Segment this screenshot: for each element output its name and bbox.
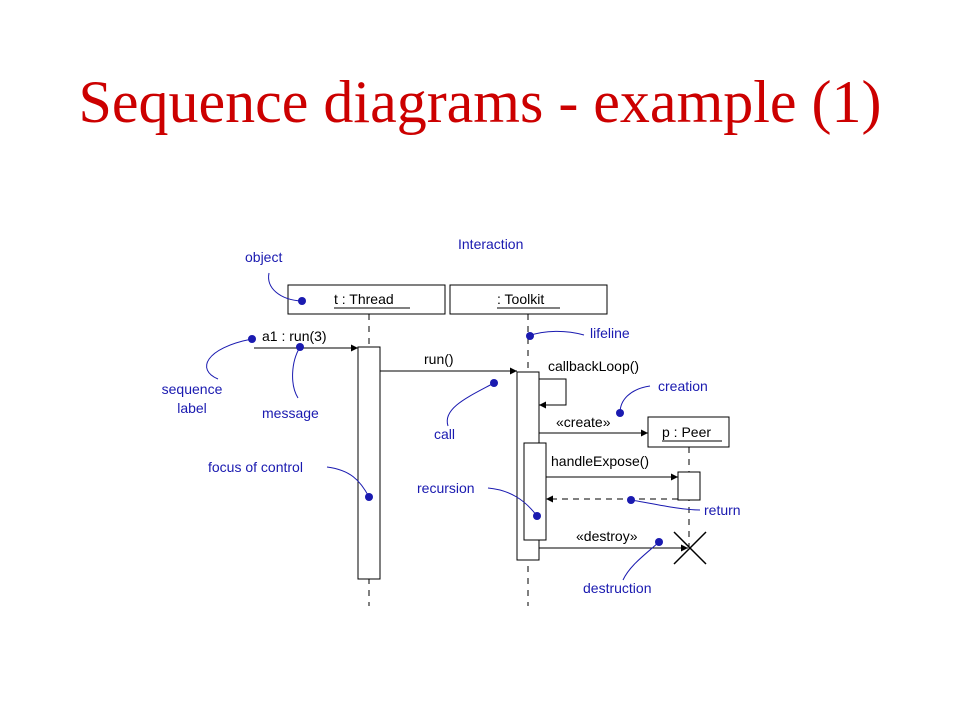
message-create: «create» bbox=[539, 414, 648, 437]
anchor-recursion bbox=[533, 512, 541, 520]
annotation-object: object bbox=[245, 249, 282, 265]
annotation-return: return bbox=[704, 502, 741, 518]
leader-message bbox=[292, 346, 301, 399]
message-run: run() bbox=[380, 351, 517, 375]
activation-recursion bbox=[523, 442, 547, 541]
message-destroy: «destroy» bbox=[539, 528, 688, 552]
message-run3: a1 : run(3) bbox=[254, 328, 358, 352]
message-handleexpose-label: handleExpose() bbox=[551, 453, 649, 469]
anchor-focus bbox=[365, 493, 373, 501]
message-create-label: «create» bbox=[556, 414, 611, 430]
object-toolkit-label: : Toolkit bbox=[497, 291, 544, 307]
leader-focus bbox=[326, 466, 370, 498]
object-peer-label: p : Peer bbox=[662, 424, 711, 440]
annotation-focus-of-control: focus of control bbox=[208, 459, 303, 475]
anchor-lifeline bbox=[526, 332, 534, 340]
leader-recursion bbox=[487, 487, 538, 517]
annotation-recursion: recursion bbox=[417, 480, 475, 496]
object-peer: p : Peer bbox=[647, 416, 730, 448]
activation-peer bbox=[677, 471, 701, 501]
annotation-sequence-label-line2: label bbox=[177, 400, 207, 416]
interaction-label: Interaction bbox=[458, 236, 523, 252]
anchor-destruction bbox=[655, 538, 663, 546]
leader-lifeline bbox=[527, 330, 585, 337]
annotation-lifeline: lifeline bbox=[590, 325, 630, 341]
leader-call bbox=[446, 382, 495, 427]
anchor-creation bbox=[616, 409, 624, 417]
message-handleexpose: handleExpose() bbox=[546, 453, 678, 481]
leader-sequence-label bbox=[206, 338, 253, 380]
annotation-call: call bbox=[434, 426, 455, 442]
message-callbackloop: callbackLoop() bbox=[539, 358, 639, 409]
object-thread-label: t : Thread bbox=[334, 291, 394, 307]
destruction-mark bbox=[673, 531, 707, 565]
slide-title: Sequence diagrams - example (1) bbox=[78, 69, 882, 135]
message-run3-label: a1 : run(3) bbox=[262, 328, 327, 344]
message-destroy-label: «destroy» bbox=[576, 528, 638, 544]
annotation-sequence-label-line1: sequence bbox=[162, 381, 223, 397]
message-run-label: run() bbox=[424, 351, 454, 367]
anchor-message bbox=[296, 343, 304, 351]
anchor-object bbox=[298, 297, 306, 305]
leader-creation bbox=[619, 385, 651, 414]
object-toolkit: : Toolkit bbox=[449, 284, 608, 315]
annotation-creation: creation bbox=[658, 378, 708, 394]
activation-thread bbox=[357, 346, 381, 580]
anchor-sequence-label bbox=[248, 335, 256, 343]
anchor-call bbox=[490, 379, 498, 387]
leader-destruction bbox=[622, 541, 660, 581]
anchor-return bbox=[627, 496, 635, 504]
leader-return bbox=[630, 499, 701, 511]
message-callbackloop-label: callbackLoop() bbox=[548, 358, 639, 374]
leader-object bbox=[268, 272, 303, 302]
object-thread: t : Thread bbox=[287, 284, 446, 315]
annotation-message: message bbox=[262, 405, 319, 421]
annotation-destruction: destruction bbox=[583, 580, 651, 596]
